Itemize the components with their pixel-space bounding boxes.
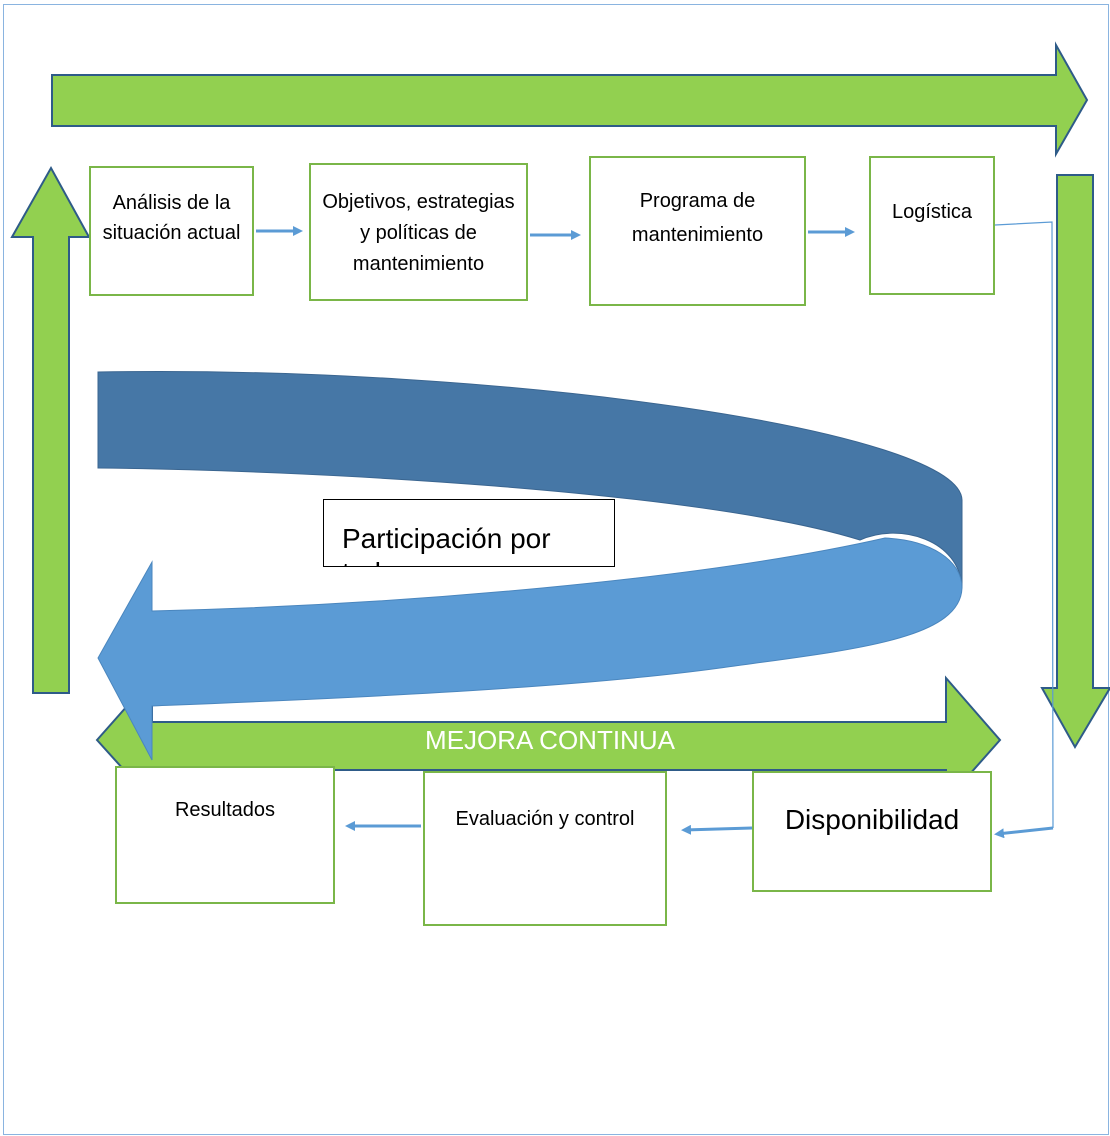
step-programa: Programa de mantenimiento bbox=[589, 156, 806, 306]
connector-5 bbox=[681, 824, 753, 835]
step-evaluacion-label: Evaluación y control bbox=[455, 808, 635, 830]
step-programa-line1: Programa de bbox=[639, 190, 756, 212]
diagram-frame bbox=[3, 4, 1109, 1135]
step-disponibilidad: Disponibilidad bbox=[752, 771, 992, 892]
step-objetivos-line2: y políticas de bbox=[360, 222, 477, 244]
step-resultados-label: Resultados bbox=[174, 799, 276, 821]
left-up-arrow bbox=[10, 165, 91, 694]
step-objetivos: Objetivos, estrategias y políticas de ma… bbox=[309, 163, 528, 301]
step-objetivos-line3: mantenimiento bbox=[352, 253, 485, 275]
step-evaluacion: Evaluación y control bbox=[423, 771, 667, 926]
participation-curve-top bbox=[97, 371, 963, 589]
participacion-label: Participación por todos bbox=[342, 523, 551, 566]
step-logistica-label: Logística bbox=[891, 201, 973, 223]
participacion-label-box: Participación por todos bbox=[323, 499, 615, 567]
connector-logistica-line bbox=[994, 221, 1054, 829]
step-analisis-line1: Análisis de la bbox=[112, 192, 231, 214]
right-down-arrow bbox=[1040, 174, 1110, 750]
step-resultados: Resultados bbox=[115, 766, 335, 904]
step-analisis-line2: situación actual bbox=[102, 222, 241, 244]
top-right-arrow bbox=[51, 41, 1089, 158]
step-analisis: Análisis de la situación actual bbox=[89, 166, 254, 296]
step-objetivos-line1: Objetivos, estrategias bbox=[322, 191, 515, 213]
connector-4 bbox=[994, 826, 1054, 839]
step-programa-line2: mantenimiento bbox=[631, 224, 764, 246]
step-disponibilidad-label: Disponibilidad bbox=[784, 804, 960, 835]
step-logistica: Logística bbox=[869, 156, 995, 295]
mejora-continua-label: MEJORA CONTINUA bbox=[425, 725, 675, 755]
participation-curve-arrow bbox=[97, 537, 963, 761]
